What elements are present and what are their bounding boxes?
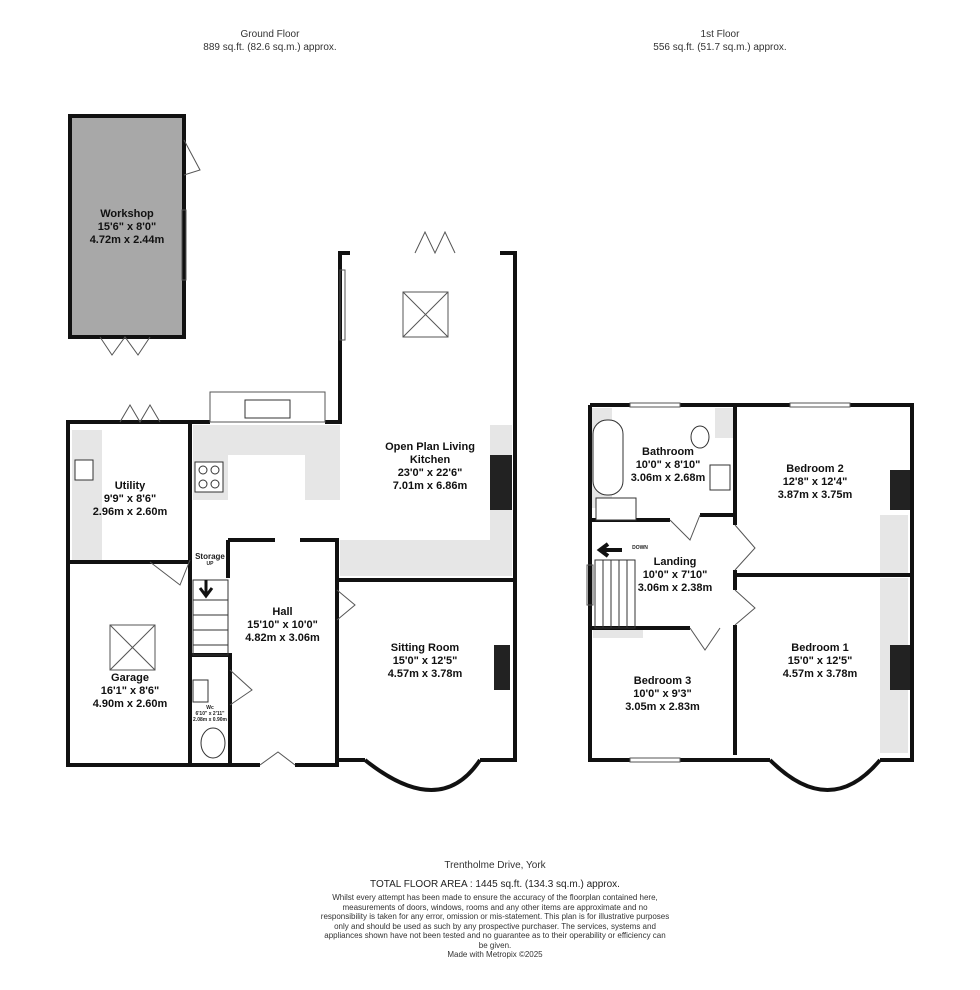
walls: [66, 251, 914, 767]
sanitary-fixtures: [74, 399, 731, 759]
ground-floor-header: Ground Floor 889 sq.ft. (82.6 sq.m.) app…: [170, 28, 370, 54]
sitting-room-bay: [363, 758, 482, 792]
bedroom1-bay: [768, 758, 882, 792]
address: Trentholme Drive, York: [444, 860, 546, 871]
up-arrow-icon: [198, 580, 214, 599]
disclaimer: Whilst every attempt has been made to en…: [320, 893, 670, 950]
ground-floor-title: Ground Floor: [240, 29, 300, 40]
total-floor-area: TOTAL FLOOR AREA : 1445 sq.ft. (134.3 sq…: [370, 879, 620, 890]
chimneys: [490, 455, 910, 690]
footer: Trentholme Drive, York TOTAL FLOOR AREA …: [320, 859, 670, 960]
credit: Made with Metropix ©2025: [447, 950, 543, 959]
first-floor-title: 1st Floor: [700, 29, 740, 40]
first-floor-header: 1st Floor 556 sq.ft. (51.7 sq.m.) approx…: [620, 28, 820, 54]
rooflights: [109, 291, 449, 671]
workshop-outline: [68, 114, 186, 339]
ground-floor-area: 889 sq.ft. (82.6 sq.m.) approx.: [203, 42, 337, 53]
first-floor-area: 556 sq.ft. (51.7 sq.m.) approx.: [653, 42, 787, 53]
staircase: [192, 559, 636, 656]
doors: [99, 139, 756, 766]
down-arrow-icon: [596, 542, 622, 558]
windows: [181, 209, 851, 763]
stairs-down-label: DOWN: [632, 545, 648, 551]
